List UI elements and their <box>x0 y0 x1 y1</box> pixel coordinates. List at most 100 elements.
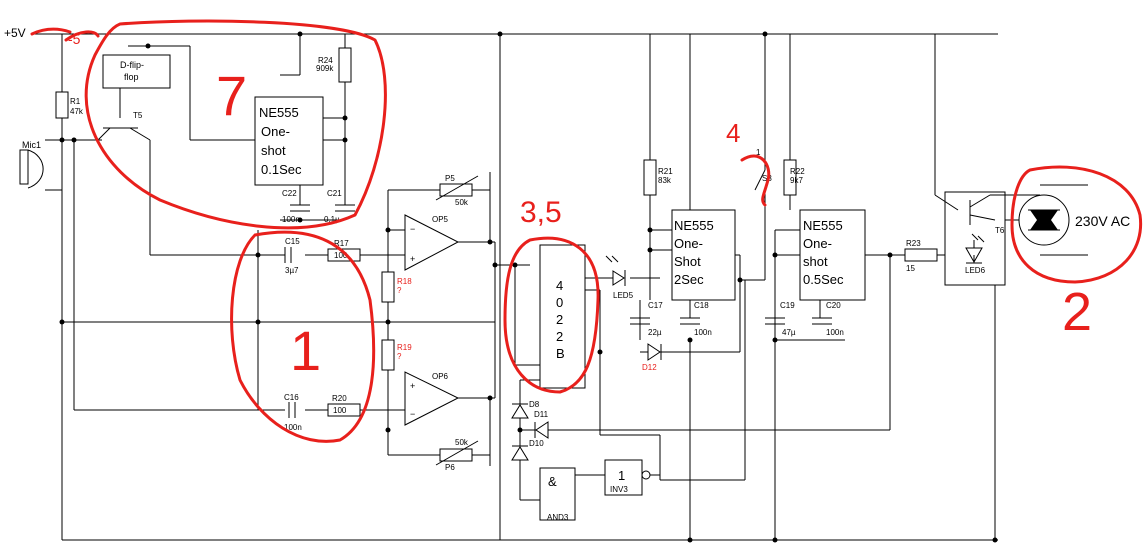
resistor-r1: R1 47k <box>55 91 84 119</box>
svg-text:R20: R20 <box>332 394 347 403</box>
svg-text:C22: C22 <box>282 189 297 198</box>
potentiometer-p6: P6 50k <box>435 438 490 472</box>
svg-text:R22: R22 <box>790 167 805 176</box>
svg-text:R17: R17 <box>334 239 349 248</box>
svg-text:One-: One- <box>261 124 290 139</box>
resistor-r19: R19 ? <box>381 339 412 371</box>
svg-text:3µ7: 3µ7 <box>285 266 299 275</box>
svg-text:C15: C15 <box>285 237 300 246</box>
red-annotations: -5 7 1 3,5 4 2 <box>30 19 1143 443</box>
svg-text:100: 100 <box>333 406 347 415</box>
svg-text:7: 7 <box>216 64 247 127</box>
svg-text:C16: C16 <box>284 393 299 402</box>
d-flip-flop: D-flip- flop <box>102 54 171 89</box>
led-led5: LED5 <box>605 255 634 300</box>
svg-text:47k: 47k <box>70 107 84 116</box>
svg-text:9k7: 9k7 <box>790 176 803 185</box>
inverter-gate: 1 INV3 <box>604 459 660 496</box>
counter-4022b: 4 0 2 2 B <box>539 244 586 389</box>
svg-text:D11: D11 <box>534 410 549 419</box>
triac-output: 230V AC <box>1018 194 1130 246</box>
transistor-t5: T5 <box>97 111 151 141</box>
svg-text:47µ: 47µ <box>782 328 796 337</box>
ne555-oneshot-c: NE555 One- shot 0.5Sec <box>799 209 866 301</box>
triac-label: 230V AC <box>1075 213 1130 229</box>
svg-text:2Sec: 2Sec <box>674 272 704 287</box>
diode-d11: D11 <box>534 410 549 439</box>
svg-text:NE555: NE555 <box>259 105 299 120</box>
svg-text:100n: 100n <box>694 328 712 337</box>
capacitor-c19: C19 47µ <box>765 301 796 337</box>
svg-text:One-: One- <box>674 236 703 251</box>
wiring <box>32 33 1088 541</box>
microphone-symbol: Mic1 <box>19 140 44 189</box>
opamp-op6: + − OP6 <box>404 371 460 426</box>
svg-text:C20: C20 <box>826 301 841 310</box>
capacitor-c16: C16 100n <box>284 393 302 432</box>
svg-text:C18: C18 <box>694 301 709 310</box>
svg-text:R1: R1 <box>70 97 81 106</box>
capacitor-c22: C22 100n <box>282 189 310 224</box>
svg-text:?: ? <box>397 352 402 361</box>
resistor-r23: R23 15 <box>904 239 938 273</box>
svg-text:flop: flop <box>124 72 139 82</box>
svg-text:100n: 100n <box>282 215 300 224</box>
resistor-r24: R24 909k <box>316 47 352 83</box>
svg-text:D8: D8 <box>529 400 540 409</box>
svg-text:100: 100 <box>334 251 348 260</box>
svg-text:R21: R21 <box>658 167 673 176</box>
svg-text:NE555: NE555 <box>803 218 843 233</box>
capacitor-c15: C15 3µ7 <box>284 237 300 275</box>
svg-text:1: 1 <box>618 468 625 483</box>
supply-label: +5V <box>4 26 26 40</box>
svg-text:0.5Sec: 0.5Sec <box>803 272 844 287</box>
svg-text:1: 1 <box>290 319 321 382</box>
capacitor-c20: C20 100n <box>812 301 844 337</box>
svg-text:+: + <box>410 254 415 264</box>
svg-text:LED6: LED6 <box>965 266 986 275</box>
svg-text:100n: 100n <box>826 328 844 337</box>
svg-text:50k: 50k <box>455 198 469 207</box>
svg-text:R23: R23 <box>906 239 921 248</box>
resistor-r21: R21 83k <box>643 159 673 196</box>
svg-text:OP5: OP5 <box>432 215 449 224</box>
resistor-r18: R18 ? <box>381 271 412 303</box>
svg-text:One-: One- <box>803 236 832 251</box>
capacitor-c21: C21 0.1µ <box>324 189 355 224</box>
mic-label: Mic1 <box>22 140 41 150</box>
optocoupler: T6 LED6 <box>934 191 1040 286</box>
svg-text:2: 2 <box>556 329 563 344</box>
potentiometer-p5: P5 50k <box>435 174 490 207</box>
svg-text:C17: C17 <box>648 301 663 310</box>
svg-text:D-flip-: D-flip- <box>120 60 144 70</box>
svg-text:100n: 100n <box>284 423 302 432</box>
svg-text:+: + <box>410 381 415 391</box>
opamp-op5: − + OP5 <box>404 214 460 271</box>
junction-dots <box>59 31 998 543</box>
svg-text:−: − <box>410 409 415 419</box>
svg-text:2: 2 <box>1062 282 1092 342</box>
capacitor-c17: C17 22µ <box>630 301 663 337</box>
diode-d10: D10 <box>511 439 544 461</box>
svg-text:AND3: AND3 <box>547 513 569 522</box>
svg-text:R24: R24 <box>318 56 333 65</box>
resistor-r20: R20 100 <box>327 394 361 417</box>
svg-text:LED5: LED5 <box>613 291 634 300</box>
svg-text:22µ: 22µ <box>648 328 662 337</box>
svg-text:-5: -5 <box>68 31 81 47</box>
svg-text:0.1µ: 0.1µ <box>324 215 340 224</box>
ne555-oneshot-b: NE555 One- Shot 2Sec <box>671 209 736 301</box>
diode-d12: D12 <box>642 343 662 372</box>
svg-text:INV3: INV3 <box>610 485 628 494</box>
capacitor-c18: C18 100n <box>680 301 712 337</box>
svg-text:T5: T5 <box>133 111 143 120</box>
svg-text:?: ? <box>397 286 402 295</box>
svg-text:OP6: OP6 <box>432 372 449 381</box>
svg-text:83k: 83k <box>658 176 672 185</box>
svg-text:4: 4 <box>726 118 740 148</box>
svg-text:D10: D10 <box>529 439 544 448</box>
svg-text:P5: P5 <box>445 174 455 183</box>
svg-text:R18: R18 <box>397 277 412 286</box>
resistor-r22: R22 9k7 <box>783 159 805 196</box>
